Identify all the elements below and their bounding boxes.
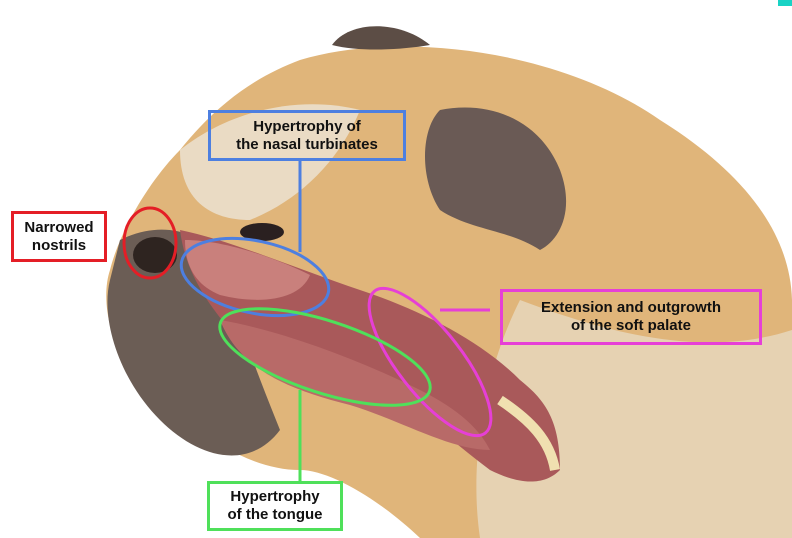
turbinates-tissue [185, 240, 310, 300]
nostrils-highlight [122, 206, 178, 280]
dog-muzzle [107, 229, 280, 456]
dog-ear-top [332, 26, 430, 50]
turbinates-highlight [179, 236, 331, 318]
trachea-cartilage [497, 395, 560, 472]
tongue-highlight [218, 307, 432, 407]
soft-palate-highlight [367, 286, 493, 438]
label-tongue: Hypertrophy of the tongue [207, 481, 343, 531]
tongue-tissue [220, 320, 490, 450]
dog-eye [240, 223, 284, 241]
corner-marker [778, 0, 792, 6]
label-narrowed-nostrils: Narrowed nostrils [11, 211, 107, 262]
label-nasal-turbinates: Hypertrophy of the nasal turbinates [208, 110, 406, 161]
label-soft-palate: Extension and outgrowth of the soft pala… [500, 289, 762, 345]
dog-nose [133, 237, 177, 273]
dog-neck-light [476, 300, 792, 538]
dog-ear [425, 107, 567, 250]
dog-head-light [180, 104, 360, 220]
